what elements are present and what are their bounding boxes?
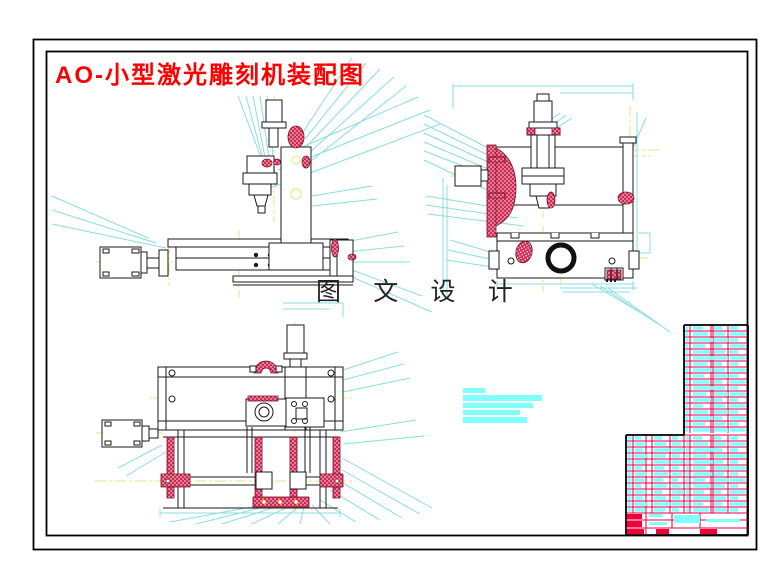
title-block	[626, 513, 748, 535]
sheet-frame	[32, 38, 758, 551]
front-view	[51, 57, 441, 317]
bom-table	[625, 324, 749, 536]
technical-notes-redacted	[463, 388, 542, 423]
center-watermark-label: 图 文 设 计	[316, 279, 526, 306]
drawing-title: AO-小型激光雕刻机装配图	[55, 62, 365, 89]
side-view	[423, 83, 671, 333]
top-view	[95, 322, 433, 525]
